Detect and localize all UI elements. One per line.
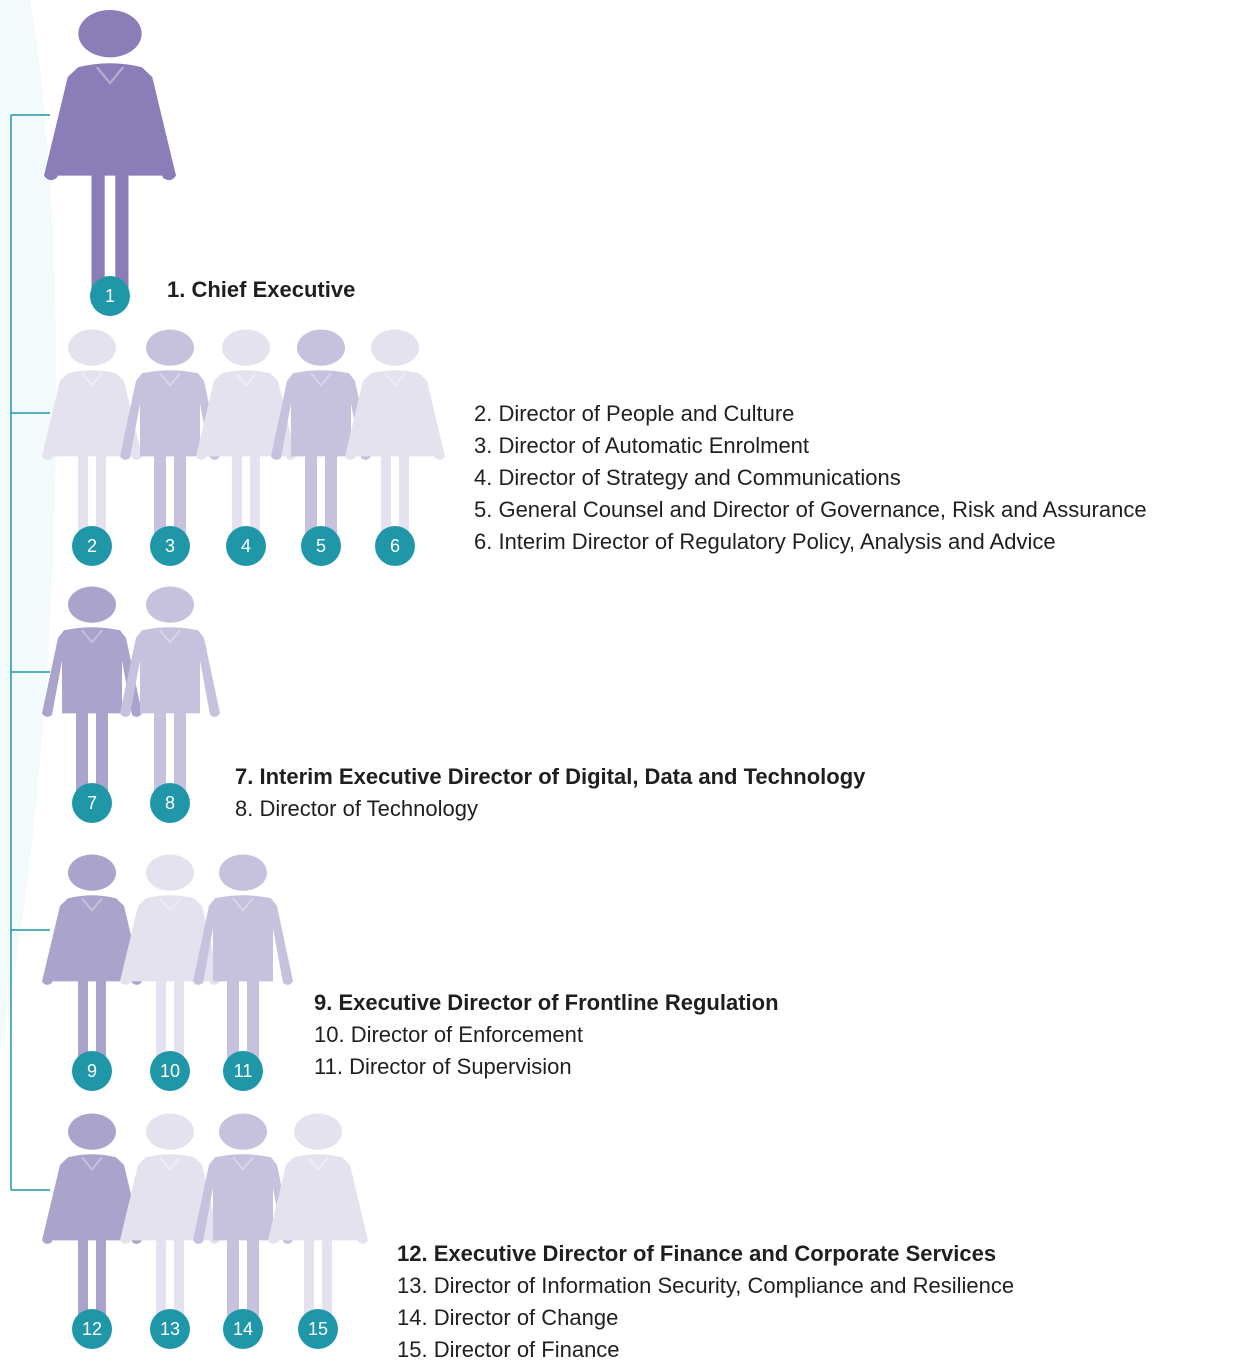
number-badge: 7	[72, 783, 112, 823]
role-title: 15. Director of Finance	[397, 1337, 620, 1362]
female-person-icon	[42, 329, 142, 550]
male-person-icon	[271, 329, 371, 550]
role-title: 6. Interim Director of Regulatory Policy…	[474, 529, 1056, 554]
role-title: 1. Chief Executive	[167, 277, 356, 302]
number-badge: 1	[90, 276, 130, 316]
role-title: 12. Executive Director of Finance and Co…	[397, 1241, 997, 1266]
role-title: 11. Director of Supervision	[314, 1054, 572, 1079]
male-person-icon	[120, 329, 220, 550]
number-badge: 14	[223, 1309, 263, 1349]
role-title: 5. General Counsel and Director of Gover…	[474, 497, 1147, 522]
role-title: 4. Director of Strategy and Communicatio…	[474, 465, 901, 490]
role-list: 2. Director of People and Culture 3. Dire…	[474, 398, 1147, 558]
female-person-icon	[345, 329, 445, 550]
role-list: 9. Executive Director of Frontline Regul…	[314, 987, 779, 1083]
role-list: 7. Interim Executive Director of Digital…	[235, 761, 865, 825]
number-badge: 6	[375, 526, 415, 566]
role-title: 10. Director of Enforcement	[314, 1022, 584, 1047]
number-badge: 12	[72, 1309, 112, 1349]
role-title: 9. Executive Director of Frontline Regul…	[314, 990, 779, 1015]
number-badge: 9	[72, 1051, 112, 1091]
role-title: 14. Director of Change	[397, 1305, 619, 1330]
male-person-icon	[120, 586, 220, 807]
role-list: 1. Chief Executive	[167, 274, 355, 306]
number-badge: 5	[301, 526, 341, 566]
number-badge: 4	[226, 526, 266, 566]
male-person-icon	[193, 854, 293, 1075]
number-badge: 2	[72, 526, 112, 566]
number-badge: 8	[150, 783, 190, 823]
number-badge: 13	[150, 1309, 190, 1349]
male-person-icon	[42, 586, 142, 807]
number-badge: 15	[298, 1309, 338, 1349]
male-person-icon	[193, 1113, 293, 1334]
role-title: 13. Director of Information Security, Co…	[397, 1273, 1015, 1298]
female-person-icon	[42, 854, 142, 1075]
female-person-icon	[120, 854, 220, 1075]
female-person-icon	[268, 1113, 368, 1334]
female-person-icon	[44, 9, 176, 298]
role-list: 12. Executive Director of Finance and Co…	[397, 1238, 1014, 1366]
role-title: 8. Director of Technology	[235, 796, 478, 821]
number-badge: 11	[223, 1051, 263, 1091]
female-person-icon	[120, 1113, 220, 1334]
female-person-icon	[42, 1113, 142, 1334]
number-badge: 3	[150, 526, 190, 566]
number-badge: 10	[150, 1051, 190, 1091]
female-person-icon	[196, 329, 296, 550]
role-title: 2. Director of People and Culture	[474, 401, 795, 426]
role-title: 7. Interim Executive Director of Digital…	[235, 764, 866, 789]
role-title: 3. Director of Automatic Enrolment	[474, 433, 810, 458]
